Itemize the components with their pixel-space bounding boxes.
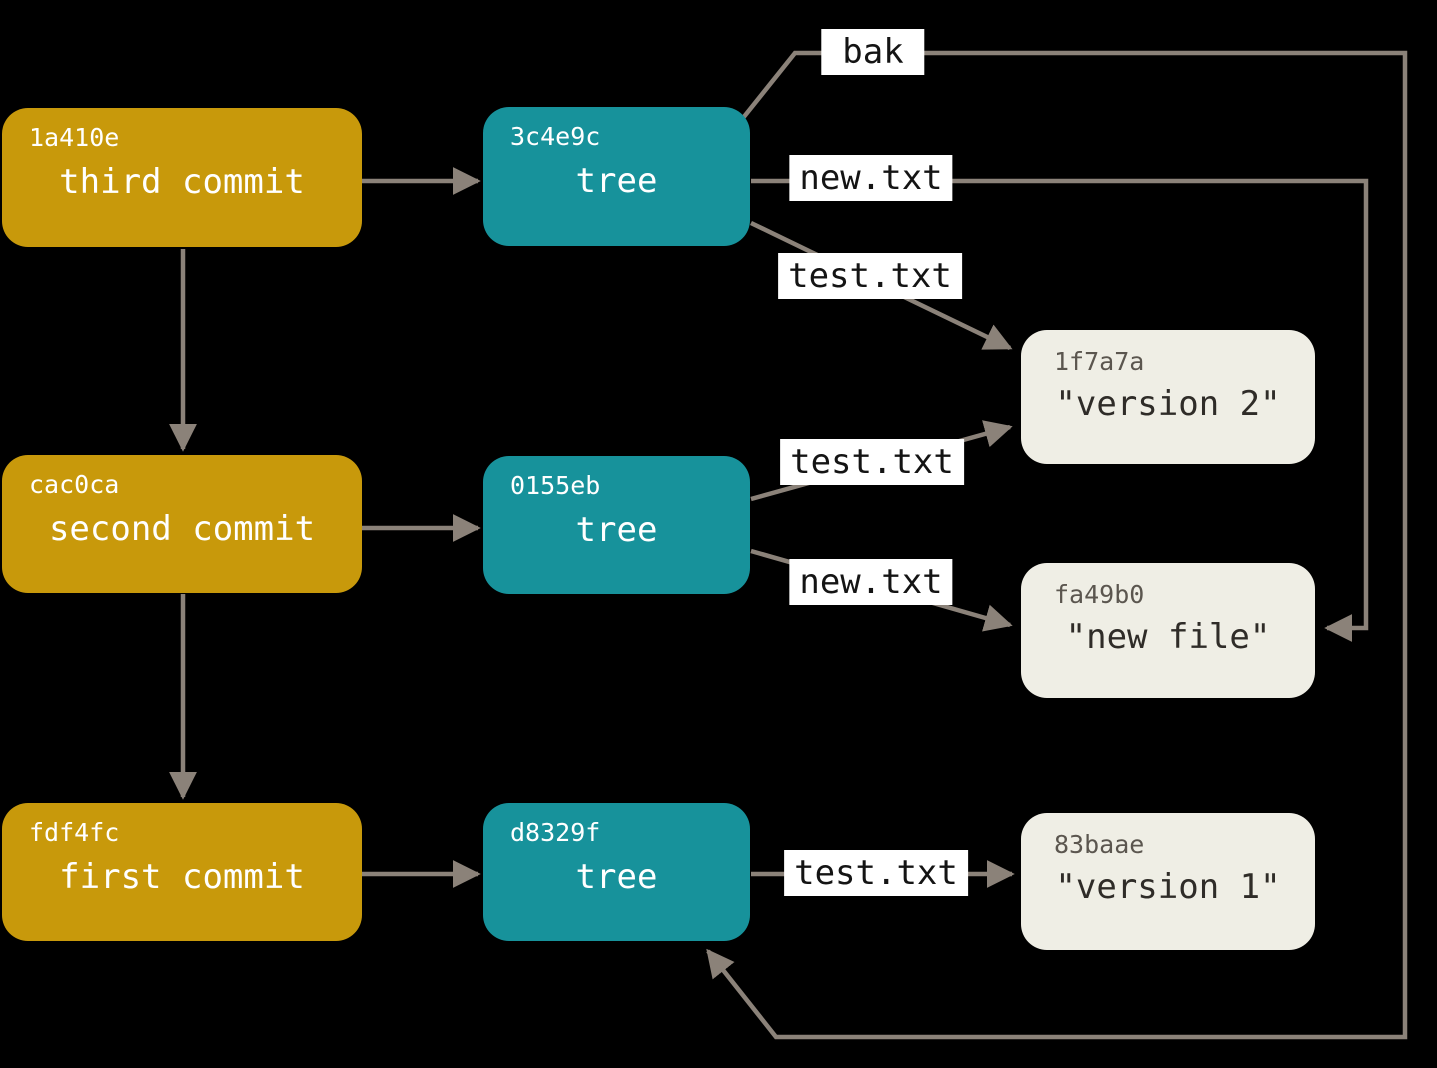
edge-label-test-txt-middle: test.txt (780, 439, 964, 485)
blob-label: "version 1" (1055, 867, 1281, 907)
commit-label: third commit (59, 162, 305, 202)
edge-label-test-txt-top: test.txt (778, 253, 962, 299)
commit-node-second: cac0ca second commit (2, 455, 362, 593)
tree-hash: d8329f (510, 818, 601, 847)
blob-hash: 83baae (1054, 830, 1145, 859)
edge-label-new-txt-top: new.txt (789, 155, 953, 201)
blob-label: "new file" (1065, 617, 1271, 657)
edge-label-new-txt-middle: new.txt (789, 559, 953, 605)
commit-hash: fdf4fc (29, 818, 120, 847)
commit-label: second commit (48, 509, 316, 549)
tree-label: tree (575, 510, 658, 550)
blob-hash: fa49b0 (1054, 580, 1145, 609)
commit-hash: cac0ca (29, 470, 120, 499)
tree-hash: 0155eb (510, 471, 601, 500)
blob-label: "version 2" (1055, 384, 1281, 424)
edge-label-bak: bak (821, 29, 925, 75)
commit-label: first commit (59, 857, 305, 897)
tree-node-3c4e9c: 3c4e9c tree (483, 107, 750, 246)
tree-node-0155eb: 0155eb tree (483, 456, 750, 594)
tree-hash: 3c4e9c (510, 122, 601, 151)
commit-node-third: 1a410e third commit (2, 108, 362, 247)
blob-node-1f7a7a: 1f7a7a "version 2" (1021, 330, 1315, 464)
tree-label: tree (575, 161, 658, 201)
commit-hash: 1a410e (29, 123, 120, 152)
commit-node-first: fdf4fc first commit (2, 803, 362, 941)
tree-label: tree (575, 857, 658, 897)
blob-node-83baae: 83baae "version 1" (1021, 813, 1315, 950)
tree-node-d8329f: d8329f tree (483, 803, 750, 941)
blob-hash: 1f7a7a (1054, 347, 1145, 376)
blob-node-fa49b0: fa49b0 "new file" (1021, 563, 1315, 698)
edge-label-test-txt-bottom: test.txt (784, 850, 968, 896)
